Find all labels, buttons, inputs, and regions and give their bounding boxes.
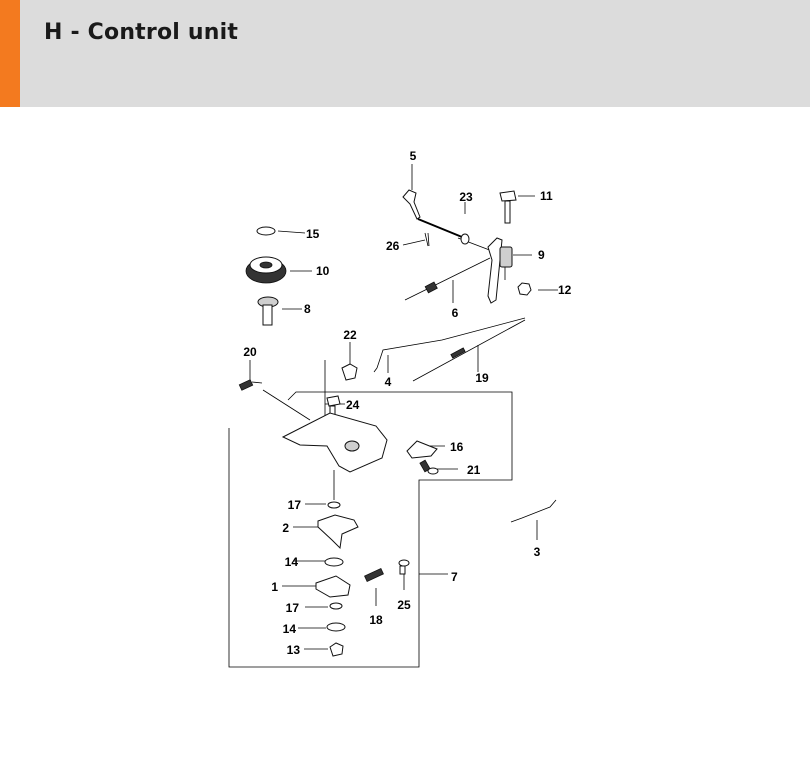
callout-3: 3 [534, 545, 541, 559]
callout-8: 8 [304, 302, 311, 316]
part-20-spring [238, 379, 263, 391]
part-19-rod [412, 319, 526, 382]
part-26-cotter-pin [424, 232, 430, 247]
callout-5: 5 [410, 149, 417, 163]
part-6-cable [404, 257, 491, 301]
callout-13: 13 [287, 643, 301, 657]
part-5-lever-rod [402, 189, 501, 255]
part-10-gear [245, 256, 287, 284]
callout-7: 7 [451, 570, 458, 584]
part-13-nut [329, 642, 344, 657]
part-2-cam [317, 514, 359, 550]
part-3-rod [510, 499, 557, 523]
callout-15: 15 [306, 227, 320, 241]
assembly-7-outline [228, 391, 513, 668]
callout-4: 4 [385, 375, 392, 389]
callout-14-lower: 14 [283, 622, 297, 636]
callout-24: 24 [346, 398, 360, 412]
part-11-bolt [499, 190, 517, 224]
callout-19: 19 [475, 371, 489, 385]
part-18-spring [364, 567, 384, 583]
part-14-washer-lower [326, 622, 346, 632]
control-plate [281, 412, 388, 473]
part-14-washer [324, 557, 344, 567]
part-17-washer [327, 501, 341, 509]
callout-9: 9 [538, 248, 545, 262]
part-1-lever [315, 575, 351, 598]
part-25-bolt [398, 559, 410, 575]
part-16-lever [406, 440, 438, 459]
part-8-shaft [257, 296, 279, 326]
part-9-bracket [487, 237, 513, 304]
callout-1: 1 [271, 580, 278, 594]
callout-20: 20 [243, 345, 257, 359]
callout-6: 6 [452, 306, 459, 320]
callout-22: 22 [343, 328, 357, 342]
leader-lines [249, 164, 558, 650]
callout-14: 14 [285, 555, 299, 569]
header-bar: H - Control unit [0, 0, 810, 107]
part-22-nut [341, 363, 358, 381]
part-23-washer [460, 233, 470, 245]
callout-26: 26 [386, 239, 400, 253]
plate-hub [344, 440, 360, 452]
page-title: H - Control unit [44, 20, 239, 45]
callout-10: 10 [316, 264, 330, 278]
callout-21: 21 [467, 463, 481, 477]
part-4-rod [373, 317, 526, 373]
part-12-nut [517, 282, 532, 296]
callout-16: 16 [450, 440, 464, 454]
callout-12: 12 [558, 283, 572, 297]
callout-23: 23 [459, 190, 473, 204]
callout-25: 25 [397, 598, 411, 612]
callout-17: 17 [288, 498, 302, 512]
part-21-screw [419, 459, 439, 475]
accent-stripe [0, 0, 20, 107]
part-17-washer-lower [329, 602, 343, 610]
callout-11: 11 [540, 189, 553, 203]
callout-2: 2 [282, 521, 289, 535]
callout-17-lower: 17 [286, 601, 300, 615]
callout-18: 18 [369, 613, 383, 627]
part-15-washer [256, 226, 276, 236]
